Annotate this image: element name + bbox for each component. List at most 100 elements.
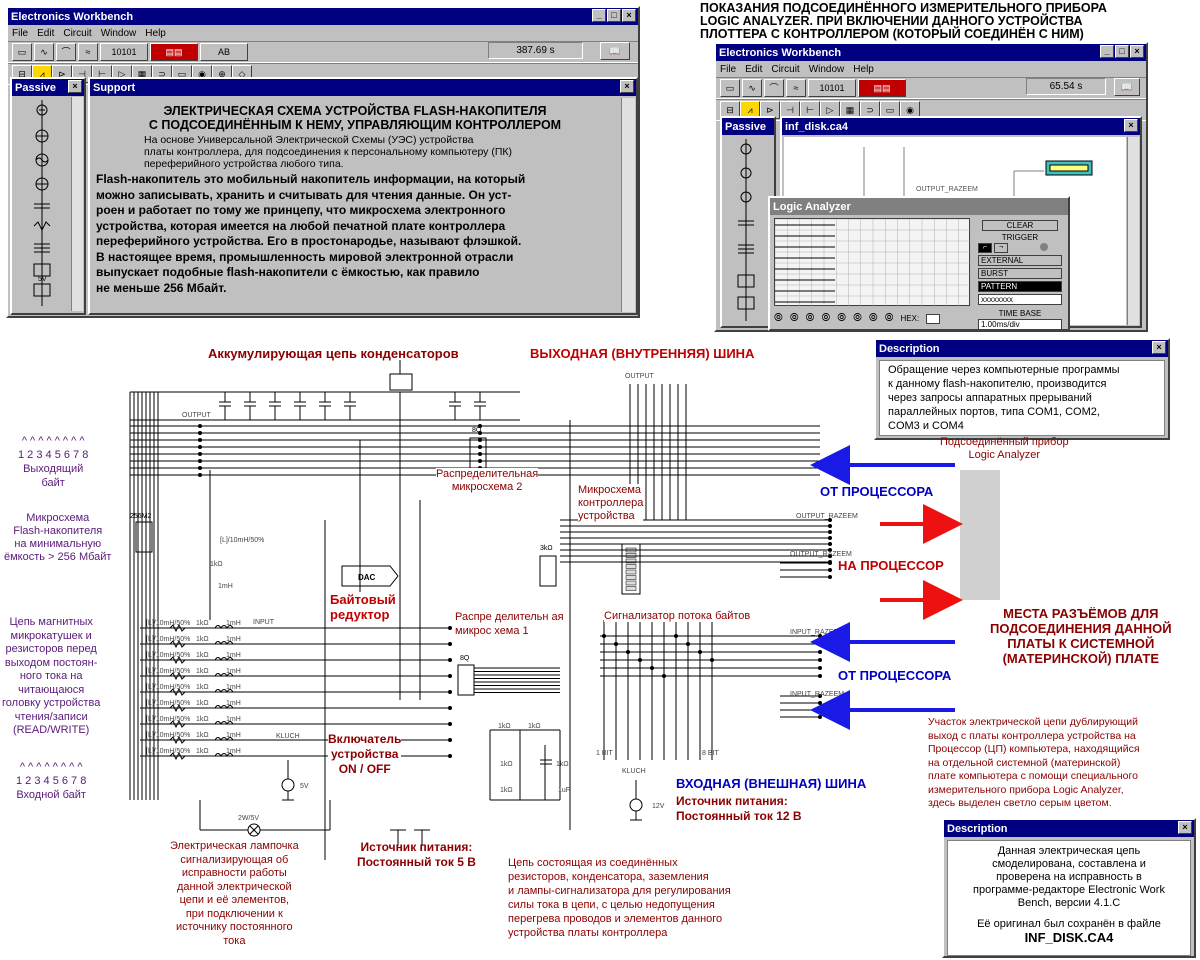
resistor-symbol bbox=[169, 735, 186, 745]
input-label: INPUT bbox=[253, 619, 275, 626]
clear-button[interactable]: CLEAR bbox=[982, 220, 1058, 231]
desc-line: смоделирована, составлена и bbox=[992, 858, 1146, 870]
time-base-field[interactable]: 1.00ms/div bbox=[978, 319, 1062, 330]
help-book-icon[interactable]: 📖 bbox=[600, 42, 630, 60]
power-12v-caption: Источник питания: Постоянный ток 12 В bbox=[676, 794, 802, 824]
multimeter-icon[interactable]: ▭ bbox=[720, 79, 740, 97]
oscilloscope-icon[interactable]: ∿ bbox=[34, 43, 54, 61]
close-button[interactable]: × bbox=[622, 9, 636, 22]
desc-line: Bench, версии 4.1.C bbox=[1017, 897, 1121, 909]
kluch-1: KLUCH bbox=[276, 733, 300, 740]
input-terminal[interactable]: ⦾ bbox=[853, 312, 862, 324]
pattern-field[interactable]: xxxxxxxx bbox=[978, 294, 1062, 305]
caption-line: ёмкость > 256 Мбайт bbox=[4, 551, 112, 563]
switch-caption: Включатель устройства ON / OFF bbox=[328, 732, 402, 777]
multimeter-icon[interactable]: ▭ bbox=[12, 43, 32, 61]
menu-file[interactable]: File bbox=[12, 27, 29, 39]
input-terminal[interactable]: ⦾ bbox=[884, 312, 894, 324]
input-terminal[interactable]: ⦾ bbox=[821, 312, 831, 324]
input-terminal[interactable]: ⦾ bbox=[789, 312, 799, 324]
function-gen-icon[interactable]: ≈ bbox=[786, 79, 806, 97]
menu-edit[interactable]: Edit bbox=[37, 27, 55, 39]
junction bbox=[448, 738, 452, 742]
caption-line: Источник питания: bbox=[360, 840, 473, 854]
bode-icon[interactable]: ⌒ bbox=[56, 43, 76, 61]
junction bbox=[686, 642, 690, 646]
logic-converter-icon[interactable]: AB bbox=[200, 43, 248, 61]
logic-analyzer-icon[interactable]: ▤▤ bbox=[858, 79, 906, 97]
caption-line: выход с платы контроллера устройства на bbox=[928, 729, 1136, 742]
rising-edge-button[interactable]: ⌐ bbox=[978, 243, 992, 253]
menu-edit[interactable]: Edit bbox=[745, 63, 763, 75]
menu-window[interactable]: Window bbox=[808, 63, 845, 75]
circuit-scrollbar[interactable] bbox=[1127, 137, 1139, 325]
minimize-button[interactable]: _ bbox=[592, 9, 606, 22]
menu-file[interactable]: File bbox=[720, 63, 737, 75]
body-line: В настоящее время, промышленность мирово… bbox=[96, 249, 514, 264]
close-button[interactable]: × bbox=[68, 80, 82, 93]
input-terminal[interactable]: ⦾ bbox=[805, 312, 815, 324]
word-gen-icon[interactable]: 10101 bbox=[100, 43, 148, 61]
support-content: ЭЛЕКТРИЧЕСКАЯ СХЕМА УСТРОЙСТВА FLASH-НАК… bbox=[90, 98, 620, 313]
reg-res-4: 1kΩ bbox=[556, 761, 569, 768]
maximize-button[interactable]: □ bbox=[1115, 45, 1129, 58]
support-body: Flash-накопитель это мобильный накопител… bbox=[96, 172, 614, 296]
menu-help[interactable]: Help bbox=[145, 27, 166, 39]
ewb2-toolbar: ▭ ∿ ⌒ ≈ 10101 ▤▤ bbox=[716, 77, 1146, 99]
dac-label: DAC bbox=[358, 573, 376, 582]
support-heading-2: С ПОДСОЕДИНЁННЫМ К НЕМУ, УПРАВЛЯЮЩИМ КОН… bbox=[148, 118, 562, 132]
controller-chip-caption: Микросхема контроллера устройства bbox=[578, 484, 644, 523]
logic-analyzer-icon[interactable]: ▤▤ bbox=[150, 43, 198, 61]
close-button[interactable]: × bbox=[1178, 821, 1192, 834]
support-scrollbar[interactable] bbox=[621, 98, 635, 312]
junction bbox=[448, 626, 452, 630]
caption-line: Постоянный ток 12 В bbox=[676, 809, 802, 823]
input-bus-label: ВХОДНАЯ (ВНЕШНАЯ) ШИНА bbox=[676, 776, 867, 791]
ewb-title-bar: Electronics Workbench _ □ × bbox=[8, 8, 638, 25]
byte-marks: ^ ^ ^ ^ ^ ^ ^ ^ bbox=[19, 761, 83, 773]
output-label: OUTPUT bbox=[182, 412, 212, 419]
byte-signaler-caption: Сигнализатор потока байтов bbox=[604, 610, 751, 622]
caption-line: Процессор (ЦП) компьютера, находящийся bbox=[928, 743, 1140, 755]
dist-chip-1-caption: Распре делительн ая микрос хема 1 bbox=[455, 610, 564, 638]
from-processor-top-label: ОТ ПРОЦЕССОРА bbox=[820, 484, 934, 499]
menu-circuit[interactable]: Circuit bbox=[63, 27, 92, 39]
hex-label: HEX: bbox=[900, 314, 920, 323]
caption-line: исправности работы bbox=[181, 867, 287, 879]
close-button[interactable]: × bbox=[1152, 341, 1166, 354]
maximize-button[interactable]: □ bbox=[607, 9, 621, 22]
menu-circuit[interactable]: Circuit bbox=[771, 63, 800, 75]
oscilloscope-icon[interactable]: ∿ bbox=[742, 79, 762, 97]
caption-line: LOGIC ANALYZER. ПРИ ВКЛЮЧЕНИИ ДАННОГО УС… bbox=[700, 14, 1083, 28]
minimize-button[interactable]: _ bbox=[1100, 45, 1114, 58]
hex-field[interactable] bbox=[926, 313, 941, 324]
body-line: можно записывать, хранить и считывать дл… bbox=[96, 187, 512, 202]
description-2-title-bar: Description × bbox=[944, 820, 1194, 837]
close-button[interactable]: × bbox=[1130, 45, 1144, 58]
input-terminal[interactable]: ⦾ bbox=[774, 312, 783, 324]
menu-window[interactable]: Window bbox=[100, 27, 137, 39]
close-button[interactable]: × bbox=[1124, 119, 1138, 132]
bit8-label: 8 BIT bbox=[702, 750, 719, 757]
external-button[interactable]: EXTERNAL bbox=[978, 255, 1062, 266]
coil-res-label: 1kΩ bbox=[196, 732, 209, 739]
pattern-button[interactable]: PATTERN bbox=[978, 281, 1062, 292]
menu-help[interactable]: Help bbox=[853, 63, 874, 75]
bode-icon[interactable]: ⌒ bbox=[764, 79, 784, 97]
input-terminal[interactable]: ⦾ bbox=[837, 312, 847, 324]
caption-line: резисторов, конденсатора, заземления bbox=[508, 871, 709, 883]
help-book-icon[interactable]: 📖 bbox=[1114, 78, 1140, 96]
parts-bin-scrollbar[interactable] bbox=[71, 97, 83, 311]
input-terminal[interactable]: ⦾ bbox=[868, 312, 878, 324]
word-gen-icon[interactable]: 10101 bbox=[808, 79, 856, 97]
function-gen-icon[interactable]: ≈ bbox=[78, 43, 98, 61]
burst-button[interactable]: BURST bbox=[978, 268, 1062, 279]
analyzer-grid bbox=[774, 218, 972, 308]
coil-ind-label: 1mH bbox=[226, 716, 241, 723]
close-button[interactable]: × bbox=[620, 80, 634, 93]
desc-line: Данная электрическая цепь bbox=[997, 845, 1141, 857]
falling-edge-button[interactable]: ¬ bbox=[994, 243, 1008, 253]
trigger-knob[interactable] bbox=[1040, 243, 1048, 251]
junction bbox=[638, 658, 642, 662]
caption-line: Распределительная bbox=[436, 468, 539, 480]
